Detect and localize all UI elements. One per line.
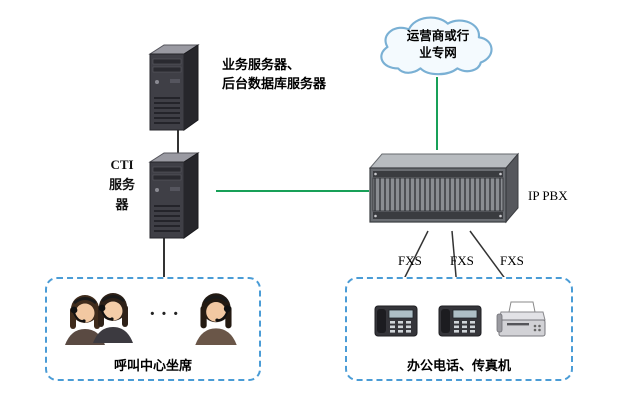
- server-tower-icon: [148, 44, 200, 131]
- ip-pbx-node: [366, 146, 522, 232]
- fax-machine-icon: [496, 301, 546, 337]
- agent-pair: [59, 287, 145, 347]
- ellipsis: ···: [149, 303, 185, 325]
- cti-server-node: [140, 148, 216, 240]
- cloud-icon: [380, 16, 493, 76]
- call-center-group: ··· 呼叫中心坐席: [45, 277, 261, 381]
- server-tower-icon: [148, 152, 200, 239]
- cloud-label: 运营商或行 业专网: [406, 29, 470, 60]
- cloud-node: 运营商或行 业专网: [372, 12, 504, 82]
- call-agent-icon: [195, 293, 237, 345]
- office-devices-group: 办公电话、传真机: [345, 277, 573, 381]
- app-server-node: [140, 40, 216, 132]
- fxs-label-2: FXS: [450, 253, 474, 268]
- pbx-rack-icon: [368, 152, 520, 224]
- call-center-label: 呼叫中心坐席: [113, 358, 192, 373]
- fxs-label-1: FXS: [398, 253, 422, 268]
- desk-phone-icon: [374, 305, 418, 337]
- office-devices-label: 办公电话、传真机: [406, 358, 511, 373]
- call-agent-icon: [93, 293, 133, 343]
- cti-server-label: CTI 服务 器: [108, 157, 135, 212]
- fxs-label-3: FXS: [500, 253, 524, 268]
- ip-pbx-label: IP PBX: [528, 188, 568, 203]
- desk-phone-icon: [438, 305, 482, 337]
- app-server-label: 业务服务器、 后台数据库服务器: [222, 57, 327, 91]
